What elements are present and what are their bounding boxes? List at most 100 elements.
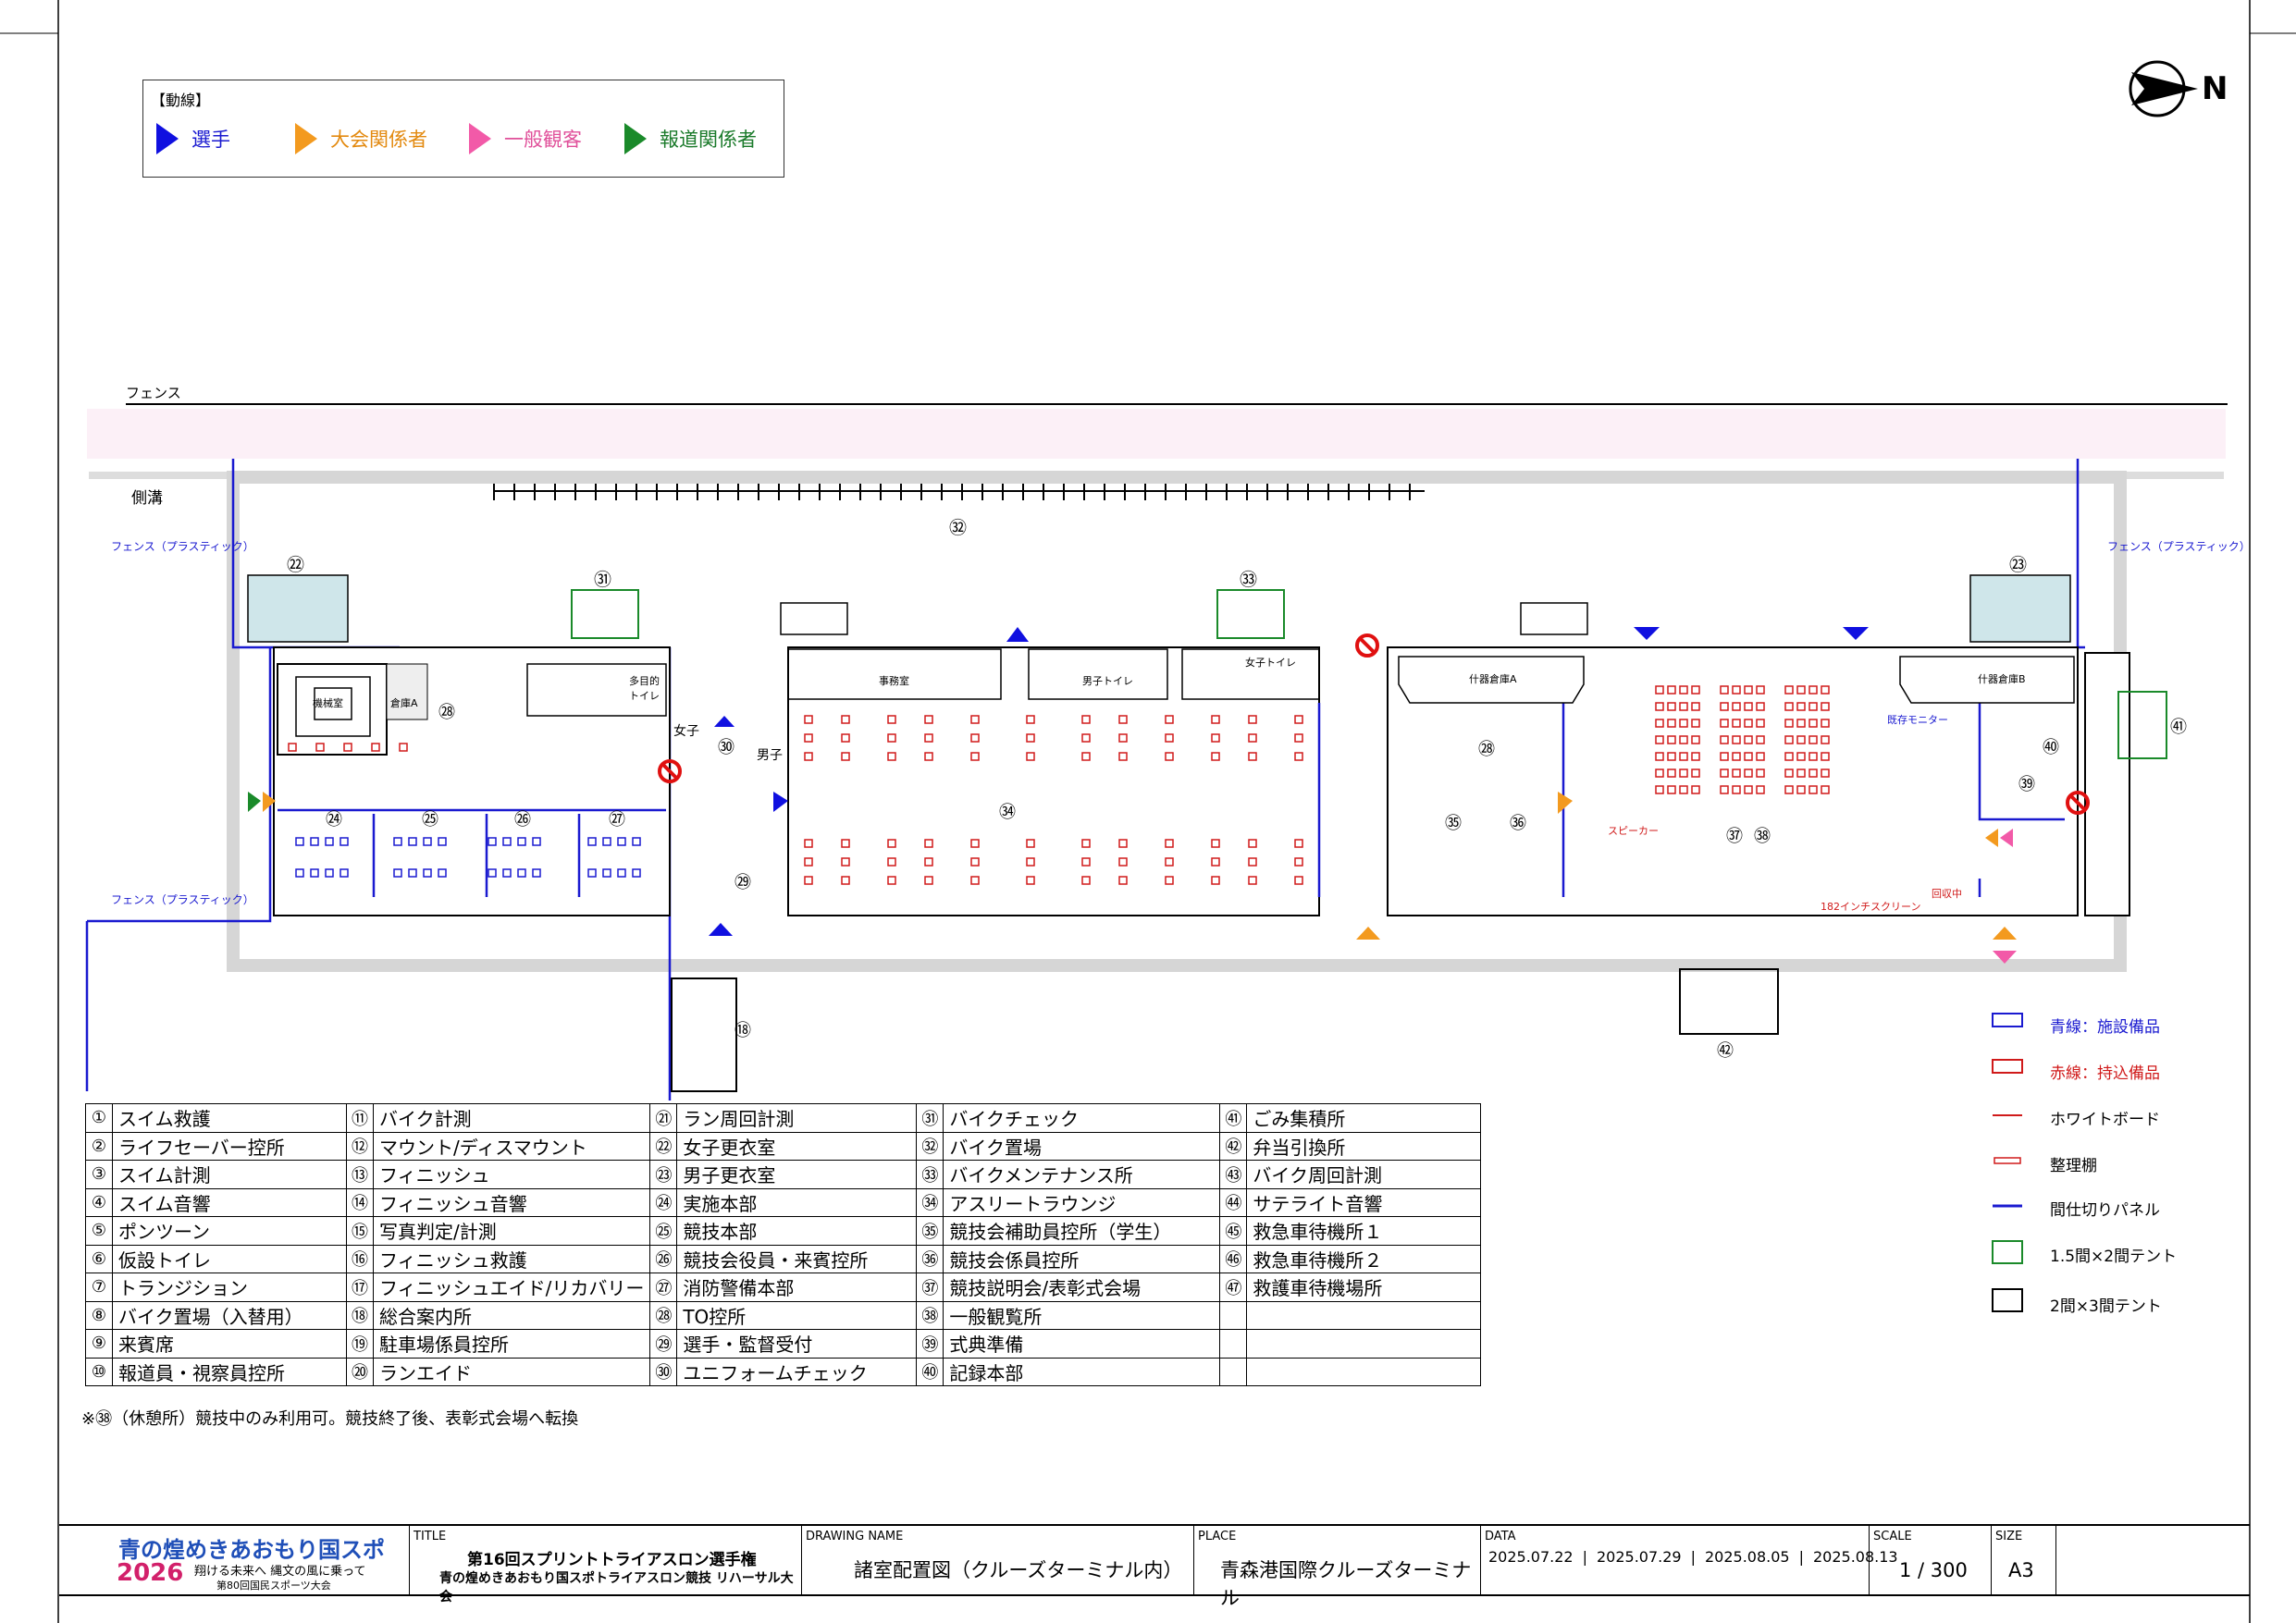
marker: ㊳ [1754, 827, 1771, 846]
room-number: ㉞ [916, 1187, 944, 1217]
room-number: ㉝ [916, 1160, 944, 1189]
room-name: アスリートラウンジ [943, 1187, 1221, 1217]
marker: ㉝ [1240, 570, 1258, 590]
legend-shelf: 整理棚 [2050, 1157, 2097, 1175]
marker: ㉗ [609, 810, 625, 830]
drawing-cell: DRAWING NAME 諸室配置図（クルーズターミナル内） [801, 1526, 1191, 1594]
room-number: ㉓ [649, 1160, 678, 1189]
room-name: フィニッシュ救護 [372, 1244, 651, 1273]
marker: ㉖ [514, 810, 531, 830]
right-legend-icons [1992, 1013, 2023, 1312]
room-number: ㊵ [916, 1357, 944, 1386]
legend-spectator: 一般観客 [469, 123, 582, 154]
room-name: バイク計測 [372, 1103, 651, 1133]
speaker-label: スピーカー [1608, 825, 1659, 837]
room-number: ③ [85, 1160, 113, 1189]
room-number: ㊻ [1219, 1244, 1248, 1273]
room-number [1219, 1329, 1248, 1359]
marker: ㉙ [734, 873, 751, 892]
room-name: 救護車待機場所 [1246, 1273, 1482, 1302]
room-number: ㉖ [649, 1244, 678, 1273]
size-cell: SIZE A3 [1991, 1526, 2056, 1594]
room-label: 什器倉庫A [1469, 673, 1517, 685]
room-name: 来賓席 [112, 1329, 347, 1359]
room-name: マウント/ディスマウント [372, 1131, 651, 1161]
room-number [1219, 1357, 1248, 1386]
marker: ㊷ [1717, 1041, 1734, 1061]
marker: ㉚ [718, 738, 734, 757]
triangle-arrow-icon [469, 123, 491, 154]
marker: ㉔ [326, 810, 342, 830]
room-label: 女子トイレ [1245, 657, 1296, 669]
fence-plastic-label: フェンス（プラスティック） [2107, 540, 2251, 553]
legend-facility: 青線：施設備品 [2050, 1018, 2160, 1037]
room-name: 式典準備 [943, 1329, 1221, 1359]
marker: ㉒ [287, 555, 305, 575]
room-name: 消防警備本部 [676, 1273, 918, 1302]
room-number: ⑬ [346, 1160, 374, 1189]
room-number: ⑥ [85, 1244, 113, 1273]
room-number: ⑦ [85, 1273, 113, 1302]
room-number: ⑪ [346, 1103, 374, 1133]
room-name: ライフセーバー控所 [112, 1131, 347, 1161]
logo: 青の煌めきあおもり国スポ 2026 翔ける未来へ 縄文の風に乗って 第80回国民… [117, 1537, 385, 1592]
room-name: スイム計測 [112, 1160, 347, 1189]
room-name: 実施本部 [676, 1187, 918, 1217]
room-label: 男子トイレ [1082, 675, 1133, 687]
marker: ㉕ [422, 810, 438, 830]
room-name: バイク周回計測 [1246, 1160, 1482, 1189]
room-number: ⑳ [346, 1357, 374, 1386]
room-number: ㉑ [649, 1103, 678, 1133]
room-name [1246, 1300, 1482, 1330]
legend-tent-large: 2間×3間テント [2050, 1297, 2162, 1316]
north-label: N [2202, 70, 2228, 107]
legend-whiteboard: ホワイトボード [2050, 1111, 2160, 1129]
legend-staff: 大会関係者 [295, 123, 427, 154]
marker: ㊵ [2043, 738, 2059, 757]
room-name: サテライト音響 [1246, 1187, 1482, 1217]
room-number: ⑯ [346, 1244, 374, 1273]
room-name: 弁当引換所 [1246, 1131, 1482, 1161]
marker: ㉛ [594, 570, 612, 590]
room-number: ⑰ [346, 1273, 374, 1302]
ditch-label: 側溝 [131, 489, 163, 508]
room-name: TO控所 [676, 1300, 918, 1330]
flow-legend-title: 【動線】 [151, 92, 211, 109]
room-name: 女子更衣室 [676, 1131, 918, 1161]
women-label: 女子 [673, 724, 699, 739]
room-number: ⑩ [85, 1357, 113, 1386]
room-label: 多目的トイレ [629, 675, 660, 702]
marker: ㊶ [2170, 718, 2187, 737]
shelf-icon [1994, 1157, 2021, 1164]
room-name: スイム音響 [112, 1187, 347, 1217]
marker: ㉟ [1445, 814, 1462, 833]
room-number: ㉕ [649, 1216, 678, 1246]
room-number: ⑲ [346, 1329, 374, 1359]
room-name: バイク置場（入替用） [112, 1300, 347, 1330]
room-name: バイクチェック [943, 1103, 1221, 1133]
room-name: 記録本部 [943, 1357, 1221, 1386]
fence-plastic-label: フェンス（プラスティック） [111, 540, 254, 553]
legend-press: 報道関係者 [624, 123, 757, 154]
monitor-label: 既存モニター [1887, 714, 1948, 726]
room-number: ㊶ [1219, 1103, 1248, 1133]
room-label: 倉庫A [390, 697, 418, 709]
room-name: 総合案内所 [372, 1300, 651, 1330]
room-name [1246, 1329, 1482, 1359]
room-name: スイム救護 [112, 1103, 347, 1133]
north-arrow-icon [2129, 60, 2198, 117]
room-number: ④ [85, 1187, 113, 1217]
room-number: ㉒ [649, 1131, 678, 1161]
room-number: ㉘ [649, 1300, 678, 1330]
room-number: ㊺ [1219, 1216, 1248, 1246]
room-name: ポンツーン [112, 1216, 347, 1246]
title-cell: TITLE 第16回スプリントトライアスロン選手権 青の煌めきあおもり国スポトラ… [409, 1526, 802, 1605]
room-number: ② [85, 1131, 113, 1161]
